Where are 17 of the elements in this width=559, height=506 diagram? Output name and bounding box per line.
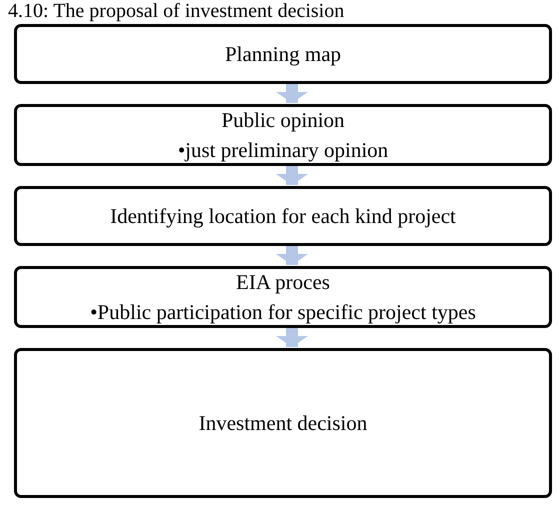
step-label: Investment decision (198, 410, 368, 437)
step-label: Planning map (224, 41, 342, 68)
process-box (14, 186, 552, 246)
step-label: Public opinion (221, 107, 345, 134)
process-box (14, 266, 552, 328)
step-label: Identifying location for each kind project (110, 203, 456, 230)
down-arrow (276, 328, 308, 347)
figure-title: 4.10: The proposal of investment decision (8, 0, 344, 22)
process-box (14, 104, 552, 166)
process-box (14, 348, 552, 498)
down-arrow (276, 84, 308, 103)
down-arrow (276, 246, 308, 265)
step-label: EIA proces (236, 269, 330, 296)
step-note: •Public participation for specific project types (90, 299, 476, 326)
process-box (14, 24, 552, 84)
step-note: •just preliminary opinion (178, 137, 388, 164)
down-arrow (276, 166, 308, 185)
